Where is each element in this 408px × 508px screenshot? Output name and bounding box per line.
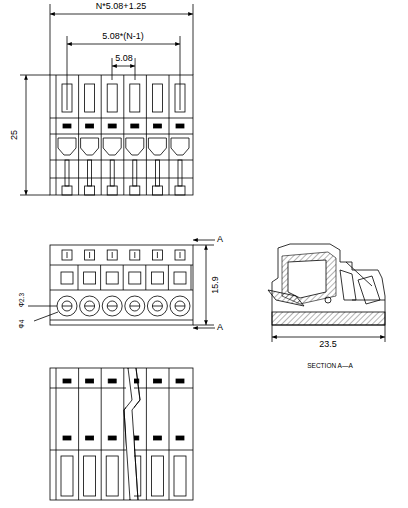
terminal-column [169, 368, 186, 500]
screw-terminal [57, 250, 78, 316]
terminal-column [79, 368, 96, 500]
terminal-column [101, 368, 118, 500]
dimension-value: 15.9 [211, 275, 221, 295]
terminal-column [146, 368, 163, 500]
screw-terminal [102, 250, 123, 316]
terminal-column [124, 368, 141, 500]
top-view-body [50, 75, 193, 195]
section-title: SECTION A—A [306, 362, 354, 369]
screw-terminal [147, 250, 168, 316]
dimension-lines [20, 4, 193, 195]
dimension-value: N*5.08+1.25 [95, 2, 147, 12]
dimension-value: 25 [10, 129, 20, 141]
diameter-value: Φ2.3 [18, 292, 25, 308]
terminal-column [146, 75, 166, 195]
dimension-value: 23.5 [318, 340, 338, 350]
dimension-value: 5.08 [114, 54, 134, 64]
screw-terminal [125, 250, 146, 316]
screw-terminal [80, 250, 101, 316]
diameter-value: Φ4 [18, 319, 25, 330]
terminal-column [169, 75, 189, 195]
terminal-column [79, 75, 99, 195]
section-marker: A [216, 235, 224, 245]
terminal-column [56, 75, 76, 195]
dimension-value: 5.08*(N-1) [101, 32, 145, 42]
terminal-column [56, 368, 73, 500]
bottom-view-body [50, 368, 193, 500]
terminal-column [101, 75, 121, 195]
terminal-column [124, 75, 144, 195]
section-view [268, 244, 385, 342]
screw-terminal [170, 250, 191, 316]
dimension-lines [28, 240, 215, 328]
front-view-body [50, 245, 193, 325]
section-marker: A [216, 323, 224, 333]
